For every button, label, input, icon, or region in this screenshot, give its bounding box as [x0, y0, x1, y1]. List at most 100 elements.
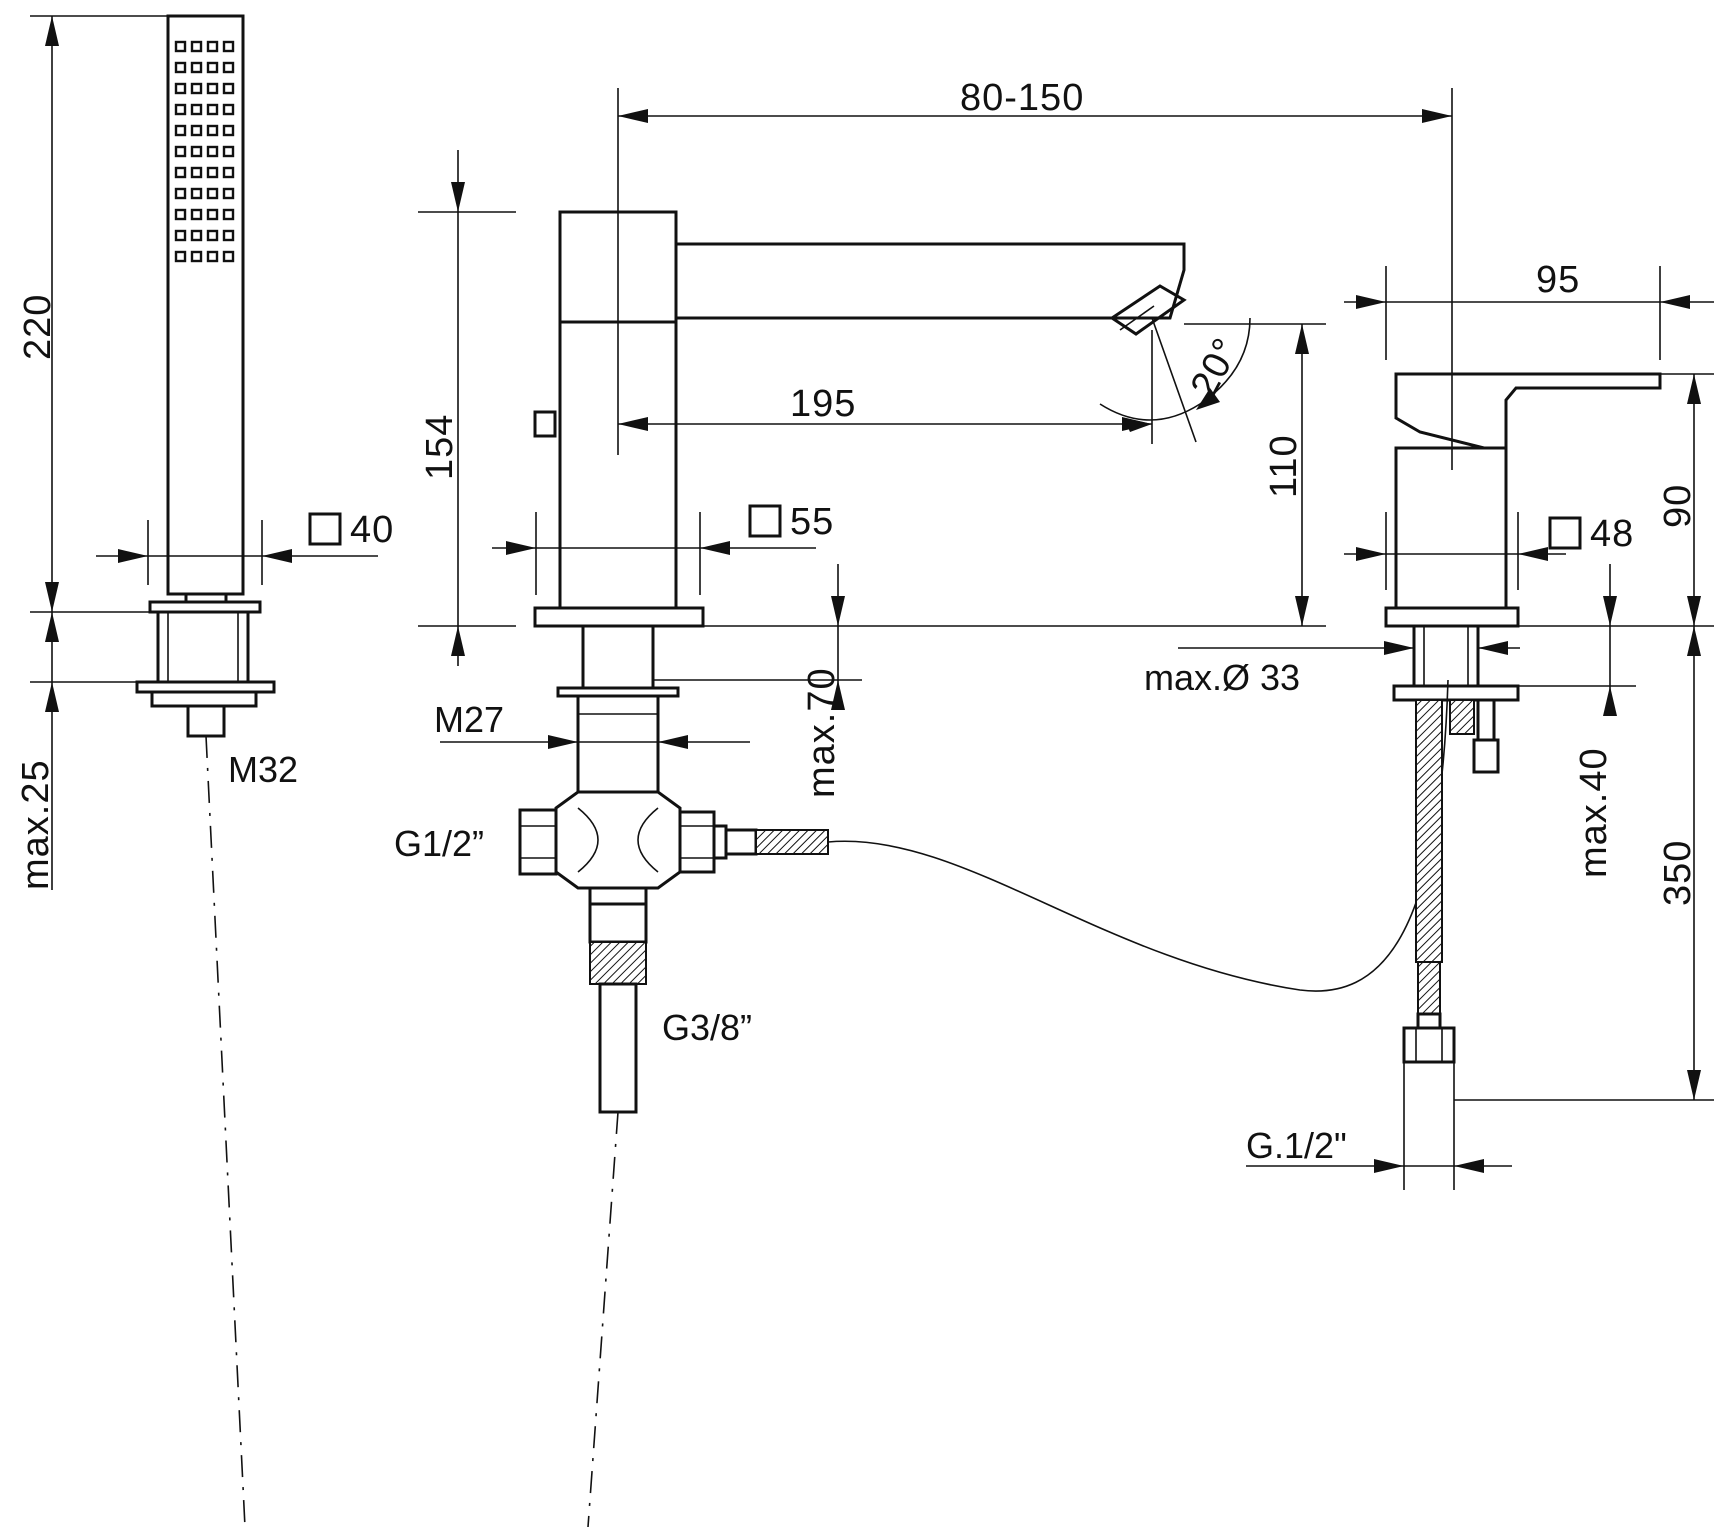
dim-max40-label: max.40 — [1573, 747, 1615, 878]
dim-55-label: 55 — [790, 501, 834, 543]
spray-hole — [174, 250, 187, 263]
dim-handshower-height: 220 — [17, 15, 168, 613]
dim-outlet-height: 110 — [640, 323, 1326, 627]
spray-hole — [190, 166, 203, 179]
dim-spout-thread: M27 — [434, 699, 750, 749]
spray-hole — [222, 40, 235, 53]
spray-hole — [206, 103, 219, 116]
spout-lift-rod — [533, 410, 557, 438]
spray-hole — [206, 187, 219, 200]
dim-110-label: 110 — [1263, 434, 1305, 498]
dim-90-label: 90 — [1657, 484, 1699, 528]
dim-g12-connection-label: G.1/2" — [1246, 1125, 1347, 1166]
dim-95-label: 95 — [1536, 259, 1580, 301]
spout-base — [533, 606, 705, 628]
dim-mixer-height: 90 — [1518, 373, 1714, 627]
mixer — [1384, 372, 1662, 1064]
handshower — [135, 14, 276, 1527]
spray-hole — [206, 124, 219, 137]
spout-aerator — [1109, 284, 1187, 336]
spray-hole — [222, 229, 235, 242]
spray-hole — [190, 187, 203, 200]
connecting-hose — [827, 679, 1449, 992]
mixer-body — [1394, 446, 1508, 610]
inlet-g12-label: G1/2” — [394, 823, 484, 864]
square-symbol-icon — [748, 504, 782, 538]
dim-spout-height: 154 — [418, 150, 516, 666]
spray-hole — [174, 187, 187, 200]
handshower-spray-holes — [174, 40, 235, 263]
spray-hole — [174, 61, 187, 74]
spray-hole — [190, 229, 203, 242]
dim-mixer-deck: max.40 — [1518, 564, 1636, 878]
braided-hose-end — [755, 829, 829, 855]
dim-spacing: 80-150 — [617, 77, 1453, 470]
spray-hole — [190, 250, 203, 263]
spray-hole — [174, 82, 187, 95]
dim-40-label: 40 — [350, 509, 394, 551]
dim-154-label: 154 — [419, 414, 461, 480]
spout-arm — [676, 242, 1186, 320]
spray-hole — [222, 145, 235, 158]
spray-hole — [174, 103, 187, 116]
dim-48-label: 48 — [1590, 513, 1634, 555]
spray-hole — [174, 208, 187, 221]
spray-hole — [206, 40, 219, 53]
dim-max70-label: max.70 — [801, 667, 843, 798]
dim-80-150-label: 80-150 — [960, 77, 1084, 119]
spray-hole — [190, 208, 203, 221]
spray-hole — [206, 61, 219, 74]
spray-hole — [174, 166, 187, 179]
handshower-holder — [156, 610, 250, 684]
dim-mixer-connection: G.1/2" — [1246, 1062, 1512, 1190]
handshower-hose-centerline — [205, 735, 246, 1527]
diverter-side-nut — [678, 810, 716, 874]
spray-hole — [190, 103, 203, 116]
dim-195-label: 195 — [790, 383, 856, 425]
spray-hole — [206, 250, 219, 263]
diverter-outlet-pipe — [598, 982, 638, 1114]
spray-hole — [222, 82, 235, 95]
dim-spout-deck: max.70 — [653, 564, 862, 798]
spray-hole — [190, 40, 203, 53]
square-symbol-icon — [308, 512, 342, 546]
thread-m32-label: M32 — [228, 749, 298, 790]
spray-hole — [190, 61, 203, 74]
spray-hole — [206, 166, 219, 179]
spray-hole — [222, 208, 235, 221]
spray-hole — [222, 103, 235, 116]
mixer-lever — [1394, 372, 1662, 450]
outlet-g38-label: G3/8” — [662, 1007, 752, 1048]
spray-hole — [222, 187, 235, 200]
dim-mixer-hole: max.Ø 33 — [1144, 641, 1520, 698]
spray-hole — [174, 145, 187, 158]
dim-handshower-deck: max.25 — [15, 612, 137, 890]
mixer-supply-hose — [1415, 699, 1443, 963]
dim-20deg-label: 20° — [1183, 331, 1248, 404]
dim-mixer-width: 95 — [1344, 259, 1714, 360]
spray-hole — [222, 250, 235, 263]
spray-hole — [174, 229, 187, 242]
spray-hole — [174, 124, 187, 137]
dim-spout-reach: 195 — [618, 330, 1153, 444]
spray-hole — [190, 82, 203, 95]
spray-hole — [222, 61, 235, 74]
dim-max25-label: max.25 — [15, 759, 57, 890]
spray-hole — [206, 229, 219, 242]
spray-hole — [222, 166, 235, 179]
spray-hole — [206, 208, 219, 221]
mixer-connection-nut — [1402, 1026, 1456, 1064]
spray-hole — [206, 145, 219, 158]
dim-350-label: 350 — [1657, 840, 1699, 906]
diverter-inlet-nut — [518, 808, 558, 876]
dim-220-label: 220 — [17, 294, 59, 360]
spray-hole — [174, 40, 187, 53]
dim-mixer-square: 48 — [1344, 512, 1634, 590]
diverter-body — [554, 790, 682, 890]
thread-m27-label: M27 — [434, 699, 504, 740]
dim-mixer-hose: 350 — [1454, 626, 1714, 1101]
mixer-base — [1384, 606, 1520, 628]
dim-spout-square: 55 — [492, 501, 834, 595]
spout-hose-centerline — [587, 1111, 619, 1527]
